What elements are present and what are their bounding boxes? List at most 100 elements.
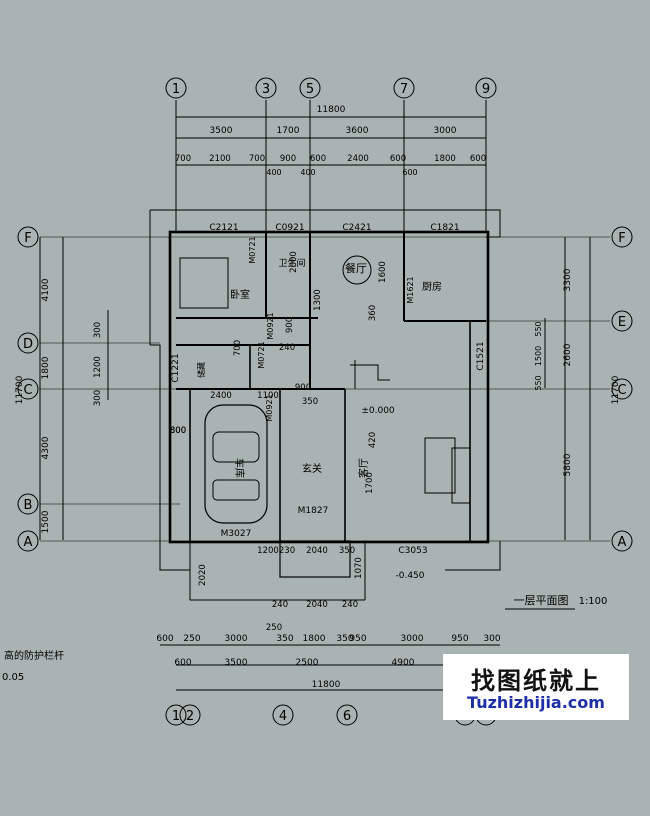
dim-porch: 250 [266,623,282,633]
dim-interior: 1100 [257,391,279,401]
axis-right-E: E [618,315,626,330]
axis-bottom-1: 1 [172,709,180,724]
dim-interior: 800 [170,426,186,436]
window-c0921: C0921 [275,223,304,233]
dim-top-row3: 400 [300,168,315,177]
level-porch: -0.450 [395,571,424,581]
dim-interior: 420 [368,432,378,448]
dim-porch: 2020 [198,564,208,586]
door-m3027: M3027 [221,529,252,539]
dim-bottom-row1: 950 [451,634,468,644]
window-c2121: C2121 [209,223,238,233]
room-kitchen: 厨房 [422,280,442,293]
dim-bottom-row1: 3000 [225,634,248,644]
axis-top-5: 5 [306,82,314,97]
dim-top-row2: 700 [249,154,265,164]
window-c3053: C3053 [398,546,427,556]
door-m0921: M0921 [266,312,275,339]
dim-porch: 1200 [257,546,279,556]
axis-left-F: F [24,231,31,246]
level-floor: ±0.000 [361,406,395,416]
dim-interior: 2000 [289,251,299,273]
axis-right-A: A [618,535,627,550]
dim-interior: 900 [285,317,295,333]
dim-left-inner: 1200 [93,356,103,378]
axis-top-1-circle [165,77,187,99]
dim-bottom-row1: 1800 [303,634,326,644]
dim-interior: 240 [279,343,295,353]
dim-left-inner: 300 [93,390,103,406]
dim-interior: 1700 [365,472,375,494]
axis-left-D-circle [17,332,39,354]
axis-left-C-circle [17,378,39,400]
door-m0721-b: M0721 [257,341,266,368]
dim-bottom-row2: 600 [174,658,191,668]
axis-top-3: 3 [262,82,270,97]
room-dining: 餐厅 [345,261,367,275]
axis-right-C: C [617,383,626,398]
door-m0721: M0721 [248,236,257,263]
axis-left-B: B [24,498,33,513]
dim-top-row2: 700 [175,154,191,164]
room-storage: 储藏 [196,362,206,378]
dim-top-row3: 600 [402,168,417,177]
axis-bottom-4: 4 [279,709,287,724]
dim-left-total: 11700 [15,375,25,404]
dim-bottom-row1: 250 [183,634,200,644]
door-m1827: M1827 [298,506,329,516]
dim-right-outer: 3300 [563,268,573,291]
dim-top-row1: 3000 [434,126,457,136]
axis-top-1: 1 [172,82,180,97]
dim-interior: 360 [368,305,378,321]
dim-right-outer: 5800 [563,453,573,476]
dim-top-row2: 1800 [434,154,456,164]
dim-bottom-row1: 950 [349,634,366,644]
dim-bottom-row2: 2500 [296,658,319,668]
dim-top-row2: 600 [470,154,486,164]
dim-top-row1: 3600 [346,126,369,136]
dim-porch: 240 [272,600,288,610]
drawing-title: 一层平面图 [514,594,569,607]
dim-porch: 230 [279,546,295,556]
door-m0921-b: M0921 [265,394,274,421]
axis-top-9: 9 [482,82,490,97]
dim-porch: 2040 [306,546,328,556]
dim-interior: 2400 [210,391,232,401]
dim-left-outer: 1800 [41,356,51,379]
dim-bottom-total: 11800 [312,680,341,690]
axis-right-A-circle [611,530,633,552]
dim-left-outer: 4300 [41,436,51,459]
dim-left-outer: 1500 [41,510,51,533]
dim-bottom-row2: 4900 [392,658,415,668]
drawing-scale: 1:100 [579,596,608,607]
axis-left-B-circle [17,493,39,515]
site-watermark: 找图纸就上 Tuzhizhijia.com [443,654,629,720]
window-c1521: C1521 [476,341,486,370]
dim-interior: 1600 [378,261,388,283]
dim-top-row2: 600 [310,154,326,164]
dim-interior: 1300 [313,289,323,311]
dim-bottom-row1: 350 [336,634,353,644]
room-living: 客厅 [357,458,370,478]
axis-bottom-6: 6 [343,709,351,724]
axis-right-F-circle [611,226,633,248]
axis-right-E-circle [611,310,633,332]
dim-top-row2: 2400 [347,154,369,164]
watermark-cn: 找图纸就上 [471,667,601,695]
room-bedroom: 卧室 [230,288,250,301]
dim-porch: 2040 [306,600,328,610]
room-bathroom: 卫生间 [278,257,305,269]
dim-top-row1: 1700 [277,126,300,136]
dim-left-outer: 4100 [41,278,51,301]
watermark-url: Tuzhizhijia.com [467,693,605,712]
dim-top-row2: 600 [390,154,406,164]
dim-right-outer: 2600 [563,343,573,366]
dim-porch: 240 [342,600,358,610]
axis-right-F: F [618,231,625,246]
room-foyer: 玄关 [302,462,322,475]
axis-bottom-1-circle [165,704,187,726]
dim-right-total: 11700 [611,375,621,404]
axis-top-7-circle [393,77,415,99]
dim-right-inner: 1500 [534,346,543,366]
